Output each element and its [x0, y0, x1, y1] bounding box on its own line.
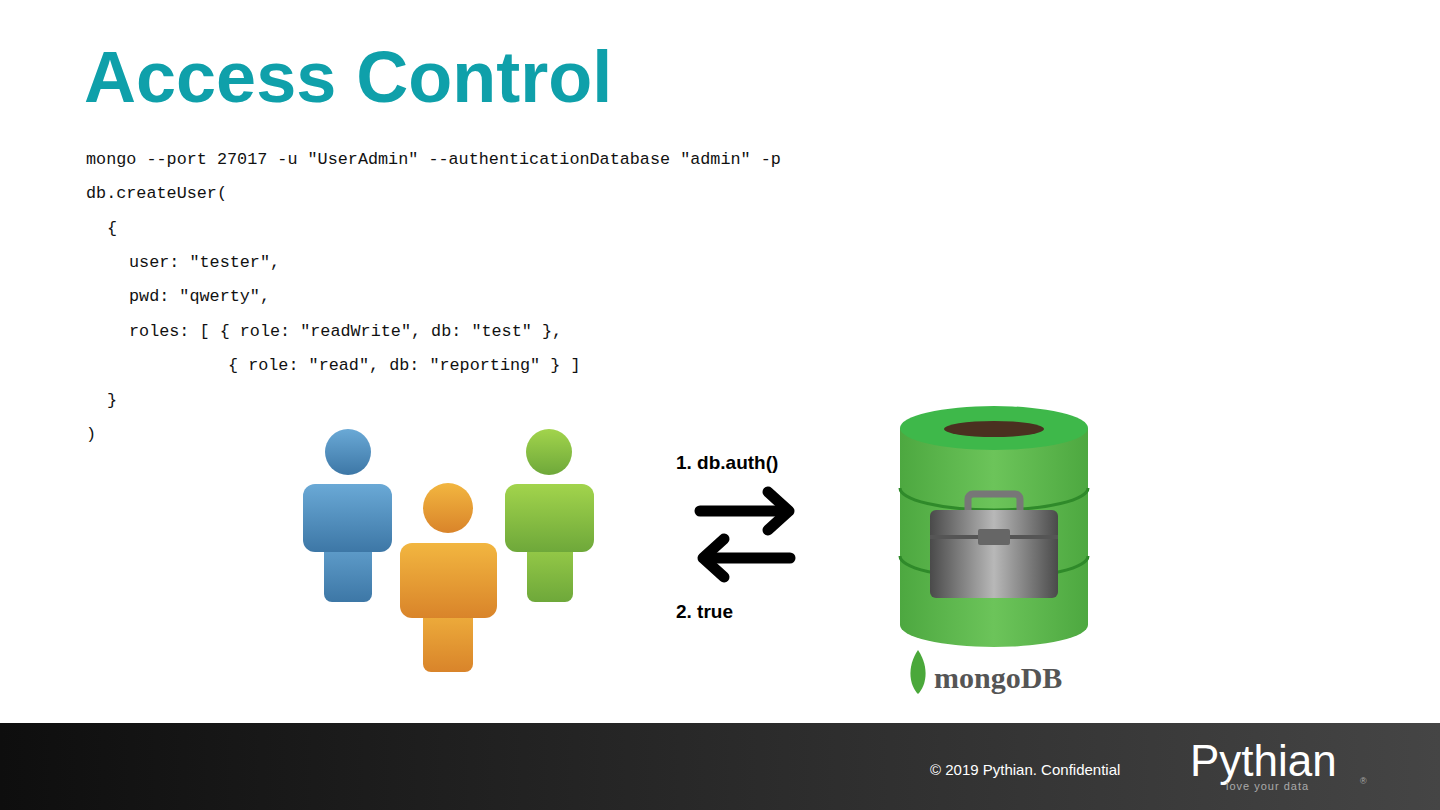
user-figure: [400, 483, 497, 672]
footer-text: © 2019 Pythian. Confidential: [930, 761, 1120, 779]
code-line: ): [86, 425, 96, 445]
arrow-label: 1. db.auth(): [676, 452, 778, 475]
code-line: roles: [ { role: "readWrite", db: "test"…: [129, 322, 562, 342]
logo-text: mongoDB: [934, 660, 1062, 696]
slide-title: Access Control: [84, 38, 612, 117]
exchange-arrows: [700, 492, 790, 577]
code-line: { role: "read", db: "reporting" } ]: [228, 356, 580, 376]
user-figure: [303, 429, 392, 602]
code-line: user: "tester",: [129, 253, 280, 273]
code-line: {: [107, 219, 117, 239]
code-line: db.createUser(: [86, 184, 227, 204]
code-line: }: [107, 391, 117, 411]
mongodb-leaf: [910, 650, 925, 694]
code-line: mongo --port 27017 -u "UserAdmin" --auth…: [86, 150, 781, 170]
code-line: pwd: "qwerty",: [129, 287, 270, 307]
brand-logo: Pythian: [1190, 737, 1337, 785]
footer-bar: [0, 723, 1440, 810]
database-cylinder: [900, 406, 1088, 647]
user-figure: [505, 429, 594, 602]
arrow-label: 2. true: [676, 601, 733, 624]
trademark: ®: [1360, 776, 1367, 787]
brand-tagline: love your data: [1226, 780, 1309, 793]
